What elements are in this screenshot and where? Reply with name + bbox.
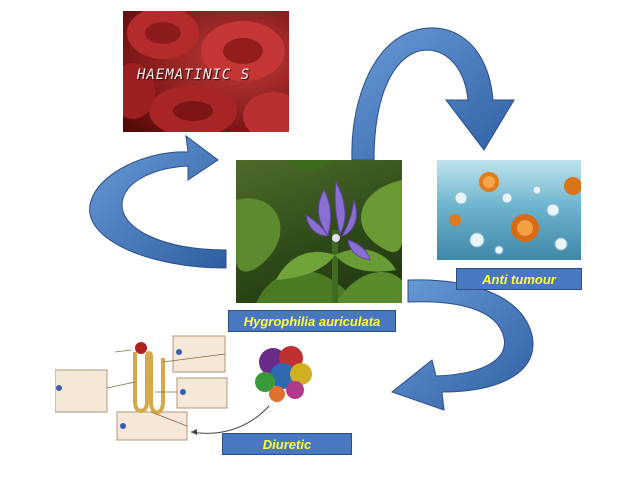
tumour-cells-icon	[449, 172, 581, 255]
kidney-nephron-diagram-icon	[55, 335, 312, 441]
arrow-plant-to-haematinics	[89, 134, 227, 269]
arrow-plant-to-tumour	[351, 27, 515, 161]
haematinics-panel: HAEMATINIC S	[123, 11, 289, 132]
haematinics-caption: HAEMATINIC S	[137, 67, 251, 83]
plant-name-label: Hygrophilia auriculata	[228, 310, 396, 332]
anti-tumour-label: Anti tumour	[456, 268, 582, 290]
tumour-cells-panel	[437, 160, 581, 260]
plant-photo-panel	[236, 160, 402, 303]
diuretic-label: Diuretic	[222, 433, 352, 455]
arrow-plant-to-diuretic	[390, 279, 534, 411]
kidney-nephron-diagram-panel	[55, 332, 337, 442]
purple-flower-plant-icon	[236, 160, 402, 303]
red-blood-cells-icon	[123, 11, 289, 132]
